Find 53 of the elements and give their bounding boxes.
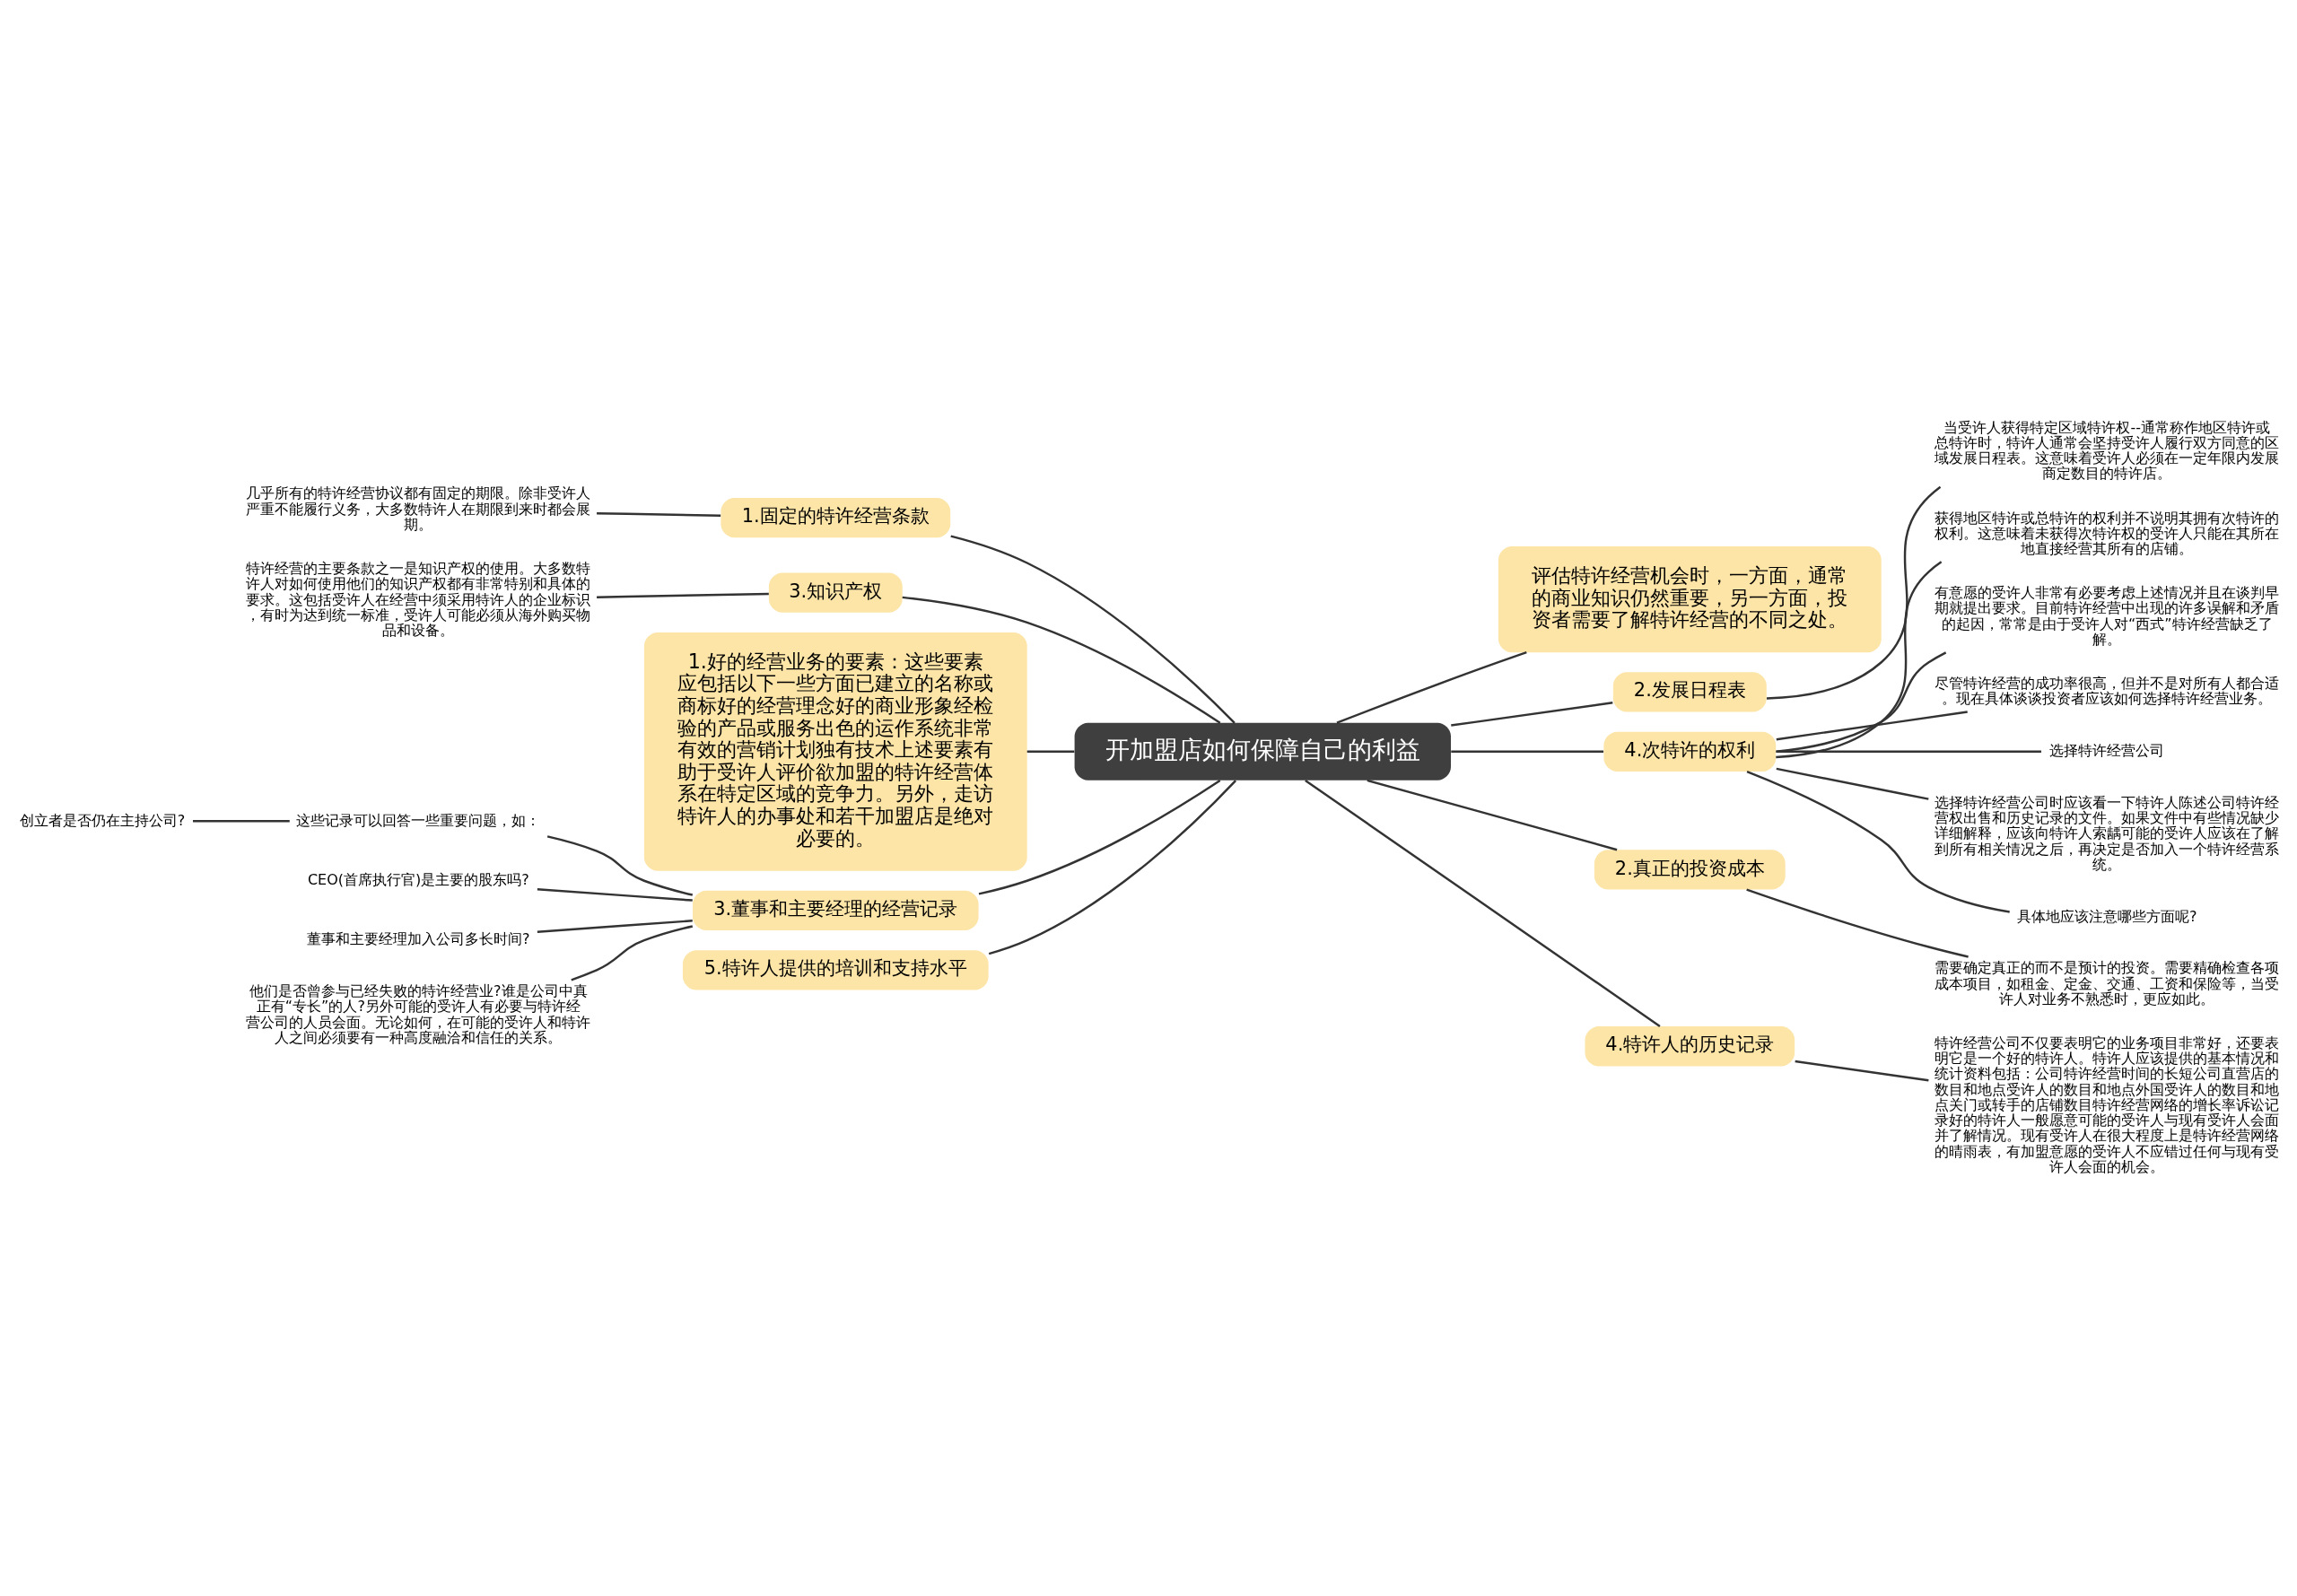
connector [1776,767,1929,800]
node-box: 5.特许人提供的培训和支持水平 [682,950,989,990]
connector [1026,750,1075,754]
connector [571,925,694,981]
connector [1367,779,1618,851]
node-text: 有意愿的受许人非常有必要考虑上述情况并且在谈判早期就提出要求。目前特许经营中出现的许多误解和矛盾的起因，常常是由于受许人对“西式”特许经营缺乏了解。 [1935,584,2280,648]
node-text: 他们是否曾参与已经失败的特许经营业?谁是公司中真正有“专长”的人?另外可能的受许人有必要与特许经营公司的人员会面。无论如何，在可能的受许人和特许人之间必须要有一种高度融洽和信任的关系。 [246,982,591,1046]
connector [1776,561,1943,759]
connector [988,780,1236,955]
connector [950,535,1236,724]
connector [597,592,769,598]
connector [1776,651,1947,753]
node-text: 创立者是否仍在主持公司? [19,811,186,829]
connector [1746,888,1969,958]
node-text: 选择特许经营公司 [2049,742,2165,760]
node-text: 几乎所有的特许经营协议都有固定的期限。除非受许人严重不能履行义务，大多数特许人在期限到来时都会展期。 [246,484,591,533]
node-text: 获得地区特许或总特许的权利并不说明其拥有次特许的权利。这意味着未获得次特许权的受许人只能在其所在地直接经营其所有的店铺。 [1935,509,2280,557]
connector [1766,485,1942,700]
node-text: 特许经营的主要条款之一是知识产权的使用。大多数特许人对如何使用他们的知识产权都有非常特别和具体的要求。这包括受许人在经营中须采用特许人的企业标识，有时为达到统一标准，受许人可能必须从海外购买物品和设备。 [246,560,591,639]
node-text: 尽管特许经营的成功率很高，但并不是对所有人都合适。现在具体谈谈投资者应该如何选择特许经营业务。 [1935,674,2280,708]
node-text: 这些记录可以回答一些重要问题，如： [296,811,541,829]
node-box: 评估特许经营机会时，一方面，通常的商业知识仍然重要，另一方面，投资者需要了解特许经营的不同之处。 [1498,546,1882,653]
node-box: 2.发展日程表 [1612,672,1767,712]
connector [1795,1060,1929,1082]
node-text: 需要确定真正的而不是预计的投资。需要精确检查各项成本项目，如租金、定金、交通、工资和保险等，当受许人对业务不熟悉时，更应如此。 [1935,959,2280,1007]
connector [1336,651,1527,724]
connector [537,920,693,933]
connector [1746,770,2010,913]
connector [546,835,694,896]
node-box: 开加盟店如何保障自己的利益 [1074,722,1451,781]
node-box: 1.好的经营业务的要素：这些要素应包括以下一些方面已建立的名称或商标好的经营理念好的商业形象经检验的产品或服务出色的运作系统非常有效的营销计划独有技术上述要素有助于受许人评价欲加盟的特许经营体系在特定区域的竞争力。另外，走访特许人的办事处和若干加盟店是绝对必要的。 [643,632,1027,871]
node-text: CEO(首席执行官)是主要的股东吗? [307,870,529,888]
node-text: 当受许人获得特定区域特许权--通常称作地区特许或总特许时，特许人通常会坚持受许人履行双方同意的区域发展日程表。这意味着受许人必须在一定年限内发展商定数目的特许店。 [1935,418,2280,483]
node-text: 董事和主要经理加入公司多长时间? [307,930,530,948]
connector [1776,750,2041,754]
node-box: 1.固定的特许经营条款 [721,497,951,538]
connector [1305,779,1661,1027]
node-box: 4.特许人的历史记录 [1585,1026,1795,1067]
node-text: 选择特许经营公司时应该看一下特许人陈述公司特许经营权出售和历史记录的文件。如果文件中有些情况缺少详细解释，应该向特许人索龋可能的受许人应该在了解到所有相关情况之后，再决定是否加入一个特许经营系统。 [1935,793,2280,873]
connector [537,887,693,902]
node-box: 4.次特许的权利 [1603,731,1777,772]
node-box: 3.知识产权 [768,572,903,613]
node-text: 特许经营公司不仅要表明它的业务项目非常好，还要表明它是一个好的特许人。特许人应该提供的基本情况和统计资料包括：公司特许经营时间的长短公司直营店的数目和地点受许人的数目和地点外国受许人的数目和地点关门或转手的店铺数目特许经营网络的增长率诉讼记录好的特许人一般愿意可能的受许人与现有受许人会面并了解情况。现有受许人在很大程度上是特许经营网络的晴雨表，有加盟意愿的受许人不应错过任何与现有受许人会面的机会。 [1935,1033,2280,1175]
connector [978,779,1221,895]
connector [193,820,290,823]
node-text: 具体地应该注意哪些方面呢? [2017,907,2197,925]
connector [1451,750,1604,754]
connector [597,511,721,517]
connector [902,596,1221,724]
connector [1451,702,1613,727]
connector [1776,711,1968,741]
node-box: 2.真正的投资成本 [1594,850,1786,890]
node-box: 3.董事和主要经理的经营记录 [693,890,979,931]
